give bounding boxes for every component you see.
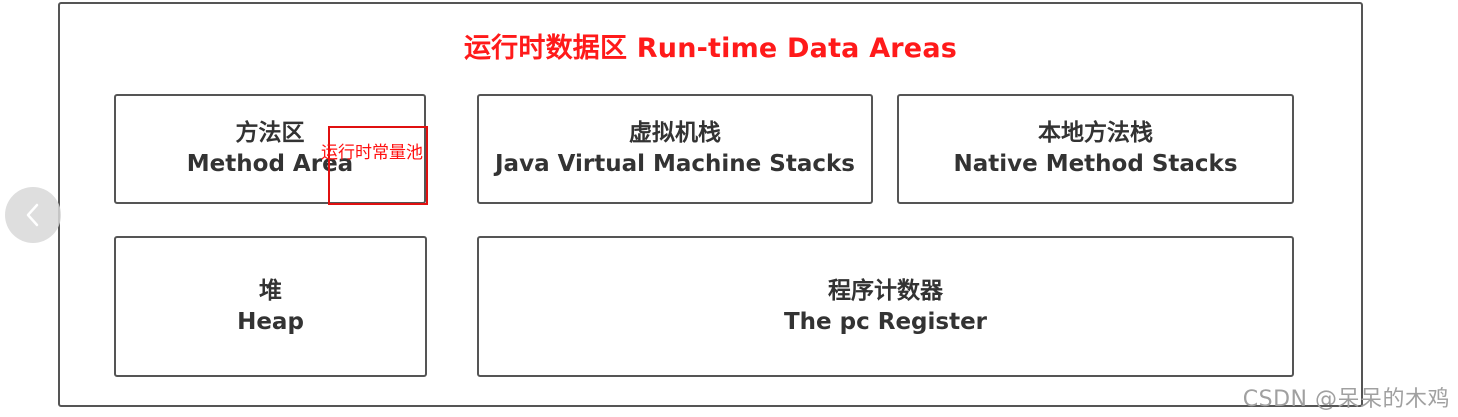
jvm-stacks-box: 虚拟机栈 Java Virtual Machine Stacks xyxy=(477,94,873,204)
heap-box: 堆 Heap xyxy=(114,236,427,377)
heap-zh-label: 堆 xyxy=(259,277,282,304)
native-stacks-zh-label: 本地方法栈 xyxy=(1038,120,1153,146)
runtime-constant-pool-label: 运行时常量池 xyxy=(321,143,423,163)
pc-register-zh-label: 程序计数器 xyxy=(828,277,943,304)
pc-register-box: 程序计数器 The pc Register xyxy=(477,236,1294,377)
runtime-constant-pool-highlight xyxy=(328,126,428,205)
method-area-en-label: Method Area xyxy=(186,151,354,177)
diagram-title: 运行时数据区 Run-time Data Areas xyxy=(463,33,958,64)
jvm-stacks-zh-label: 虚拟机栈 xyxy=(629,120,721,146)
chevron-left-icon xyxy=(26,203,39,227)
pc-register-en-label: The pc Register xyxy=(783,308,988,335)
jvm-stacks-en-label: Java Virtual Machine Stacks xyxy=(495,151,855,177)
heap-en-label: Heap xyxy=(237,308,304,335)
method-area-zh-label: 方法区 xyxy=(235,120,305,146)
csdn-watermark: CSDN @呆呆的木鸡 xyxy=(1242,387,1450,412)
native-method-stacks-box: 本地方法栈 Native Method Stacks xyxy=(897,94,1294,204)
native-stacks-en-label: Native Method Stacks xyxy=(953,151,1238,177)
previous-image-button[interactable] xyxy=(5,187,61,243)
method-area-box: 方法区 Method Area xyxy=(114,94,426,204)
